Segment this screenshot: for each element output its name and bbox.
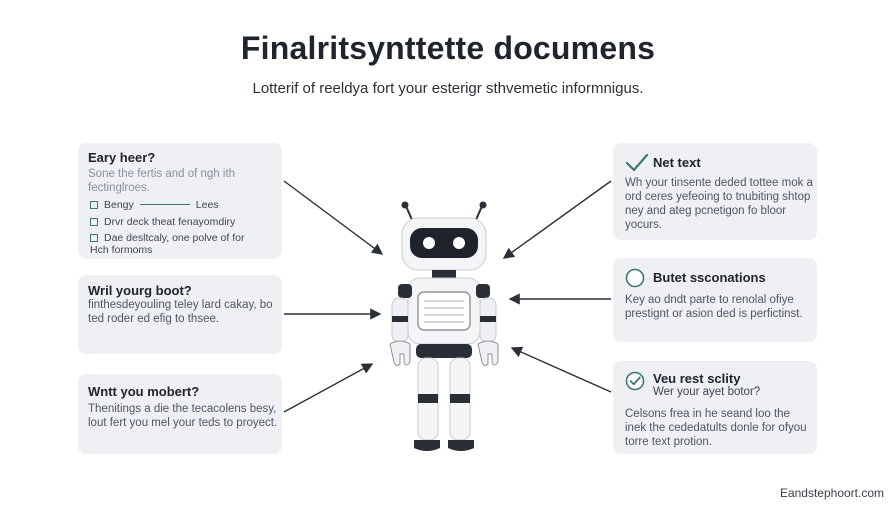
- checklist-row: Dae desltcaly, one polve of for: [90, 232, 244, 244]
- card-body: Sone the fertis and of ngh ith fectinglr…: [88, 168, 236, 194]
- check-icon: [625, 153, 649, 172]
- card-body: finthesdeyouling teley lard cakay, bo te…: [88, 299, 273, 325]
- arrow-right-top: [502, 180, 612, 259]
- card-want-you-mobert: Wntt you mobert? Thenitings a die the te…: [78, 374, 282, 454]
- card-body: Thenitings a die the tecacolens besy, lo…: [88, 403, 278, 429]
- page-title: Finalritsynttette documens: [240, 30, 656, 66]
- check-circle-icon: [625, 371, 645, 391]
- arrow-right-bottom: [510, 346, 612, 393]
- card-title: Wril yourg boot?: [88, 283, 192, 298]
- card-early-here: Eary heer? Sone the fertis and of ngh it…: [78, 143, 282, 259]
- arrow-left-top: [283, 180, 384, 255]
- card-title: Butet ssconations: [653, 270, 766, 285]
- checkbox-icon: [90, 234, 98, 242]
- card-body: Key ao dndt parte to renolal ofiye prest…: [625, 294, 803, 320]
- card-subtitle: Wer your ayet botor?: [653, 386, 761, 398]
- robot-illustration: [389, 201, 499, 451]
- card-butet-ssconations: Butet ssconations Key ao dndt parte to r…: [613, 258, 817, 342]
- checklist-row: Drvr deck theat fenayomdiry: [90, 216, 235, 228]
- checkbox-icon: [90, 218, 98, 226]
- card-net-text: Net text Wh your tinsente deded tottee m…: [613, 143, 817, 240]
- card-veu-rest-sclity: Veu rest sclity Wer your ayet botor? Cel…: [613, 361, 817, 454]
- card-title: Wntt you mobert?: [88, 384, 200, 399]
- page-subtitle: Lotterif of reeldya fort your esterigr s…: [252, 80, 644, 97]
- card-title: Eary heer?: [88, 150, 156, 165]
- card-write-your-boot: Wril yourg boot? finthesdeyouling teley …: [78, 275, 282, 354]
- arrow-left-bottom: [283, 363, 374, 413]
- card-body: Wh your tinsente deded tottee mok a ord …: [625, 177, 813, 231]
- footer-credit: Eandstephoort.com: [779, 486, 884, 500]
- ring-icon: [625, 268, 645, 288]
- card-title: Veu rest sclity: [653, 371, 741, 386]
- checkbox-icon: [90, 201, 98, 209]
- card-title: Net text: [653, 155, 701, 170]
- card-body: Celsons frea in he seand loo the inek th…: [625, 408, 807, 448]
- checklist-row-continued: Hch formoms: [90, 244, 153, 256]
- divider-line: [139, 204, 190, 205]
